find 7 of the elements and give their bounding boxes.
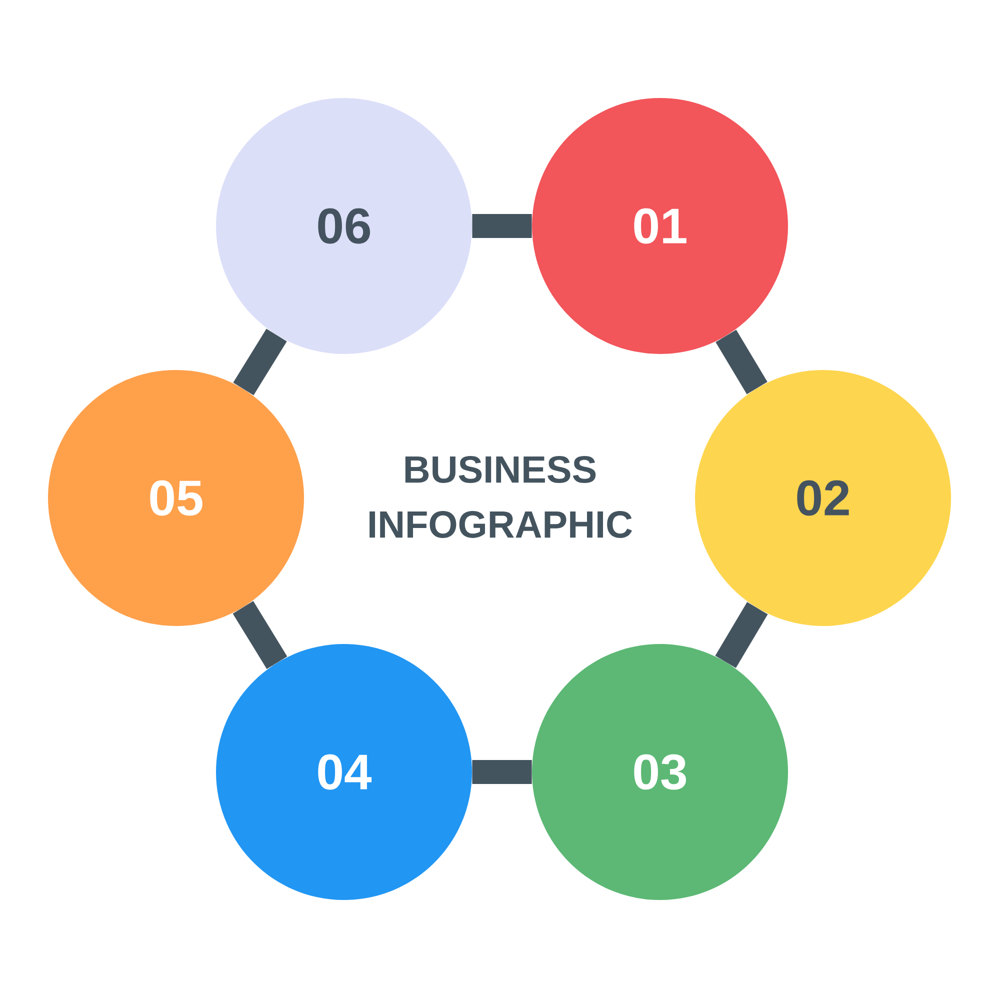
connector-bar — [472, 214, 532, 238]
connector-bar — [232, 601, 288, 669]
connector-bar — [472, 760, 532, 784]
title: BUSINESS INFOGRAPHIC — [370, 456, 632, 538]
connector-bar — [716, 330, 768, 394]
connector-bar — [233, 328, 287, 396]
connector-bar — [715, 602, 768, 668]
